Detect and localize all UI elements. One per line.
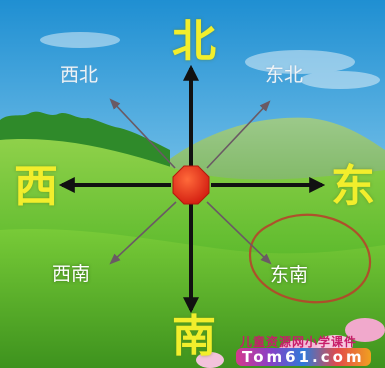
label-northeast: 东北 <box>265 64 304 86</box>
site-watermark: 儿童资源网小学课件 Tom61.com <box>226 332 381 366</box>
center-point <box>172 165 210 205</box>
cardinal-arrows <box>58 64 326 314</box>
arrow-northeast <box>206 100 271 169</box>
arrow-southwest <box>109 201 177 265</box>
label-west: 西 <box>14 161 58 212</box>
watermark-logo: Tom61.com <box>236 348 371 366</box>
label-southwest: 西南 <box>52 263 91 285</box>
circle-annotation <box>248 213 371 304</box>
label-northwest: 西北 <box>60 64 99 86</box>
arrow-southeast <box>206 201 272 265</box>
watermark-caption: 儿童资源网小学课件 <box>240 335 358 349</box>
clouds <box>40 32 380 89</box>
label-south: 南 <box>172 311 216 362</box>
label-east: 东 <box>331 161 375 212</box>
diagonal-arrows <box>109 98 272 265</box>
arrow-northwest <box>109 98 176 169</box>
label-southeast: 东南 <box>270 264 309 286</box>
label-north: 北 <box>172 16 216 67</box>
